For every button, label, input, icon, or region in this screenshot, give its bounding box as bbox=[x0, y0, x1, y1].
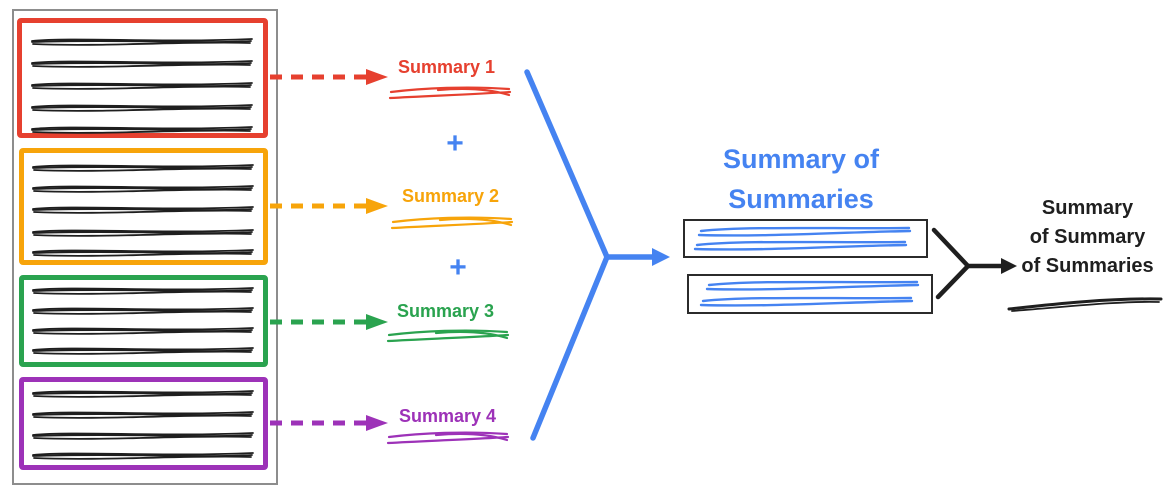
final-title-line: Summary bbox=[1041, 197, 1134, 219]
summary-2-label: Summary 2 bbox=[402, 186, 500, 206]
final-title-line: of Summary bbox=[1029, 226, 1146, 248]
document-3-text-scribble-icon bbox=[32, 287, 254, 355]
summary-4-label: Summary 4 bbox=[399, 406, 497, 426]
document-2-text-scribble-icon bbox=[32, 164, 254, 257]
document-4-box bbox=[19, 377, 268, 470]
document-1-text-scribble-icon bbox=[31, 38, 253, 134]
dashed-arrow-doc3-icon bbox=[270, 314, 388, 330]
summary-2-scribble-icon bbox=[390, 216, 514, 230]
final-title-line: of Summaries bbox=[1021, 255, 1154, 277]
merge-arrow-icon bbox=[931, 227, 1017, 300]
document-2-box bbox=[19, 148, 268, 265]
converge-arrow-icon bbox=[524, 69, 670, 441]
intermediate-title: Summary of Summaries bbox=[722, 144, 880, 214]
summary-1-scribble-icon bbox=[388, 86, 512, 100]
summary-3-scribble-icon bbox=[386, 329, 510, 343]
dashed-arrow-doc4-icon bbox=[270, 415, 388, 431]
final-title: Summary of Summary of Summaries bbox=[1005, 194, 1170, 281]
summary-of-summaries-box-2 bbox=[687, 274, 933, 314]
plus-sign: + bbox=[446, 127, 464, 160]
dashed-arrow-doc2-icon bbox=[270, 198, 388, 214]
document-1-box bbox=[17, 18, 268, 138]
summary-1-label: Summary 1 bbox=[398, 57, 496, 77]
summary-4-scribble-icon bbox=[386, 431, 510, 445]
summary-of-summaries-box-1 bbox=[683, 219, 928, 258]
summary-3-label: Summary 3 bbox=[397, 301, 495, 321]
document-4-text-scribble-icon bbox=[32, 390, 254, 460]
plus-sign: + bbox=[449, 251, 467, 284]
dashed-arrow-doc1-icon bbox=[270, 69, 388, 85]
final-summary-scribble-icon bbox=[1007, 297, 1163, 312]
document-3-box bbox=[19, 275, 268, 367]
source-documents-frame bbox=[12, 9, 278, 485]
